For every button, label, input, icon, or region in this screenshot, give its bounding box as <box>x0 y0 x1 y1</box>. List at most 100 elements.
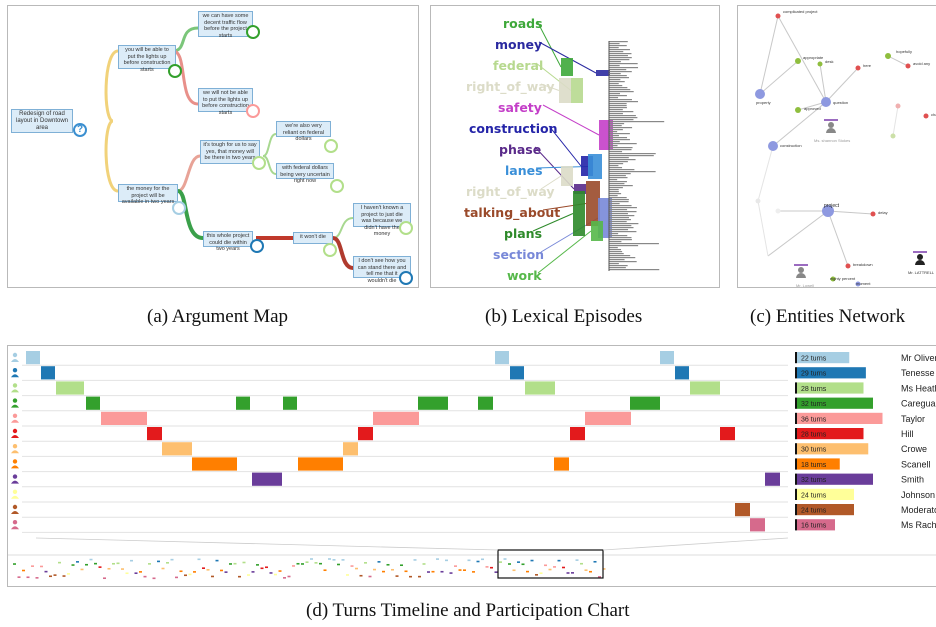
argument-root-node[interactable]: Redesign of road layout in Downtown area <box>11 109 73 133</box>
turn-segment[interactable] <box>56 381 84 395</box>
turn-segment[interactable] <box>343 442 358 456</box>
episode-block[interactable] <box>559 78 571 103</box>
entity-label[interactable]: Mr. LATTRELL <box>908 270 935 275</box>
lexical-word[interactable]: roads <box>503 16 543 31</box>
entity-label[interactable]: desk <box>825 59 834 64</box>
entity-label[interactable]: breakdown <box>853 262 873 267</box>
turn-segment[interactable] <box>162 442 192 456</box>
argument-node[interactable]: we will not be able to put the lights up… <box>198 88 253 116</box>
participation-bar[interactable] <box>797 382 864 394</box>
argument-node[interactable]: it won't die <box>293 232 333 244</box>
turn-segment[interactable] <box>283 396 297 410</box>
entity-label[interactable]: moment <box>856 281 871 286</box>
turn-segment[interactable] <box>86 396 100 410</box>
participation-bar[interactable] <box>797 504 854 516</box>
turn-segment[interactable] <box>495 351 509 365</box>
argument-node[interactable]: you will be able to put the lights up be… <box>118 45 176 73</box>
participation-bar[interactable] <box>797 412 883 424</box>
turn-segment[interactable] <box>418 396 448 410</box>
lexical-word[interactable]: right_of_way <box>466 79 555 94</box>
argument-node[interactable]: this whole project could die within two … <box>203 231 253 252</box>
entity-label[interactable]: appropriate <box>803 55 824 60</box>
turn-segment[interactable] <box>750 518 765 532</box>
turn-segment[interactable] <box>101 411 147 425</box>
lexical-word[interactable]: work <box>507 268 542 283</box>
frequency-bar <box>609 225 632 227</box>
overview-mark <box>197 558 201 561</box>
lexical-word[interactable]: right_of_way <box>466 184 555 199</box>
turn-segment[interactable] <box>26 351 40 365</box>
episode-block[interactable] <box>561 166 573 186</box>
argument-node[interactable]: I don't see how you can stand there and … <box>353 256 411 284</box>
participation-bar[interactable] <box>797 352 850 364</box>
turn-segment[interactable] <box>510 366 524 380</box>
turn-segment[interactable] <box>585 411 631 425</box>
entity-label[interactable]: question <box>833 100 849 105</box>
entity-label[interactable]: property <box>756 100 771 105</box>
episode-block[interactable] <box>561 58 573 76</box>
episode-block[interactable] <box>571 78 583 103</box>
argument-node[interactable]: with federal dollars being very uncertai… <box>276 163 334 184</box>
episode-block[interactable] <box>573 191 585 236</box>
overview-brush[interactable] <box>497 549 604 579</box>
lexical-word[interactable]: plans <box>504 226 543 241</box>
argument-node[interactable]: it's tough for us to say yes, that money… <box>200 140 260 164</box>
participation-bar[interactable] <box>797 458 840 470</box>
lexical-word[interactable]: section <box>493 247 545 262</box>
argument-node[interactable]: we can have some decent traffic flow bef… <box>198 11 253 39</box>
lexical-word[interactable]: safety <box>498 100 542 115</box>
entity-label[interactable]: project <box>824 203 840 209</box>
argument-node[interactable]: we're also very reliant on federal dolla… <box>276 121 331 142</box>
turn-segment[interactable] <box>720 427 735 441</box>
lexical-word[interactable]: federal <box>493 58 544 73</box>
turn-segment[interactable] <box>298 457 343 471</box>
entity-label[interactable]: Mr. Lowell <box>796 283 815 288</box>
participation-bar[interactable] <box>797 473 873 485</box>
turn-segment[interactable] <box>690 381 720 395</box>
turn-segment[interactable] <box>147 427 162 441</box>
episode-block[interactable] <box>574 184 586 194</box>
participation-bar[interactable] <box>797 488 854 500</box>
turn-segment[interactable] <box>358 427 373 441</box>
turn-segment[interactable] <box>41 366 55 380</box>
argument-node[interactable]: the money for the project will be availa… <box>118 184 178 205</box>
turn-segment[interactable] <box>630 396 660 410</box>
participation-bar[interactable] <box>797 367 866 379</box>
turn-segment[interactable] <box>236 396 250 410</box>
turn-segment[interactable] <box>765 472 780 486</box>
turn-segment[interactable] <box>525 381 555 395</box>
entity-label[interactable]: hopefully <box>896 49 913 54</box>
episode-block[interactable] <box>588 154 602 179</box>
turn-segment[interactable] <box>192 457 237 471</box>
entity-label[interactable]: avoid any <box>913 61 931 66</box>
lexical-word[interactable]: construction <box>469 121 558 136</box>
entity-label[interactable]: Ms. shannon Stokes <box>814 138 851 143</box>
turn-segment[interactable] <box>554 457 569 471</box>
participation-bar[interactable] <box>797 428 864 440</box>
entity-label[interactable]: delay <box>878 210 888 215</box>
turn-segment[interactable] <box>570 427 585 441</box>
episode-block[interactable] <box>586 181 600 226</box>
entity-label[interactable]: eighty percent <box>830 276 856 281</box>
turn-segment[interactable] <box>478 396 493 410</box>
turn-segment[interactable] <box>660 351 674 365</box>
entity-label[interactable]: approved <box>804 106 821 111</box>
lexical-word[interactable]: talking_about <box>464 205 561 220</box>
lexical-word[interactable]: money <box>495 37 543 52</box>
turn-segment[interactable] <box>252 472 282 486</box>
participation-bar[interactable] <box>797 443 869 455</box>
lexical-word[interactable]: phase <box>499 142 542 157</box>
participation-bar[interactable] <box>797 519 835 531</box>
episode-block[interactable] <box>591 221 603 241</box>
lexical-word[interactable]: lanes <box>505 163 543 178</box>
turn-segment[interactable] <box>675 366 689 380</box>
turn-segment[interactable] <box>373 411 419 425</box>
participation-bar[interactable] <box>797 397 873 409</box>
entity-label[interactable]: complicated project <box>783 9 818 14</box>
turn-segment[interactable] <box>735 503 750 517</box>
entity-label[interactable]: here <box>863 63 872 68</box>
entity-label[interactable]: construction <box>780 143 802 148</box>
entity-label[interactable]: challenges <box>931 112 936 117</box>
episode-block[interactable] <box>596 70 610 76</box>
